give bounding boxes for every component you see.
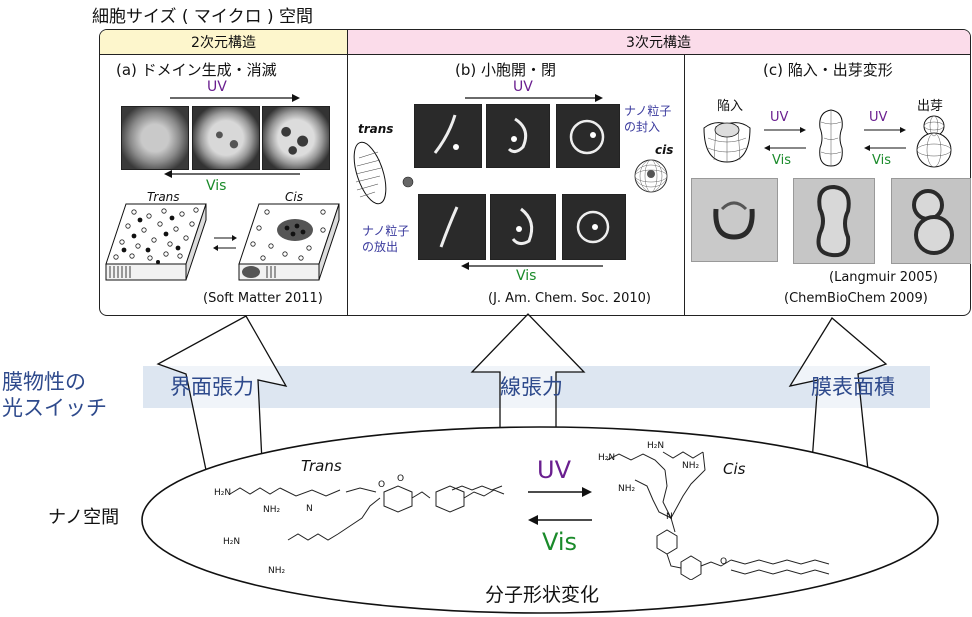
panel-c-citation-2: (ChemBioChem 2009) (784, 291, 928, 306)
nano-uv-label: UV (537, 456, 571, 484)
nano-trans-label: Trans (301, 457, 342, 475)
trans-o-2: O (397, 474, 405, 484)
budding-photo (891, 178, 971, 264)
cis-h2n-2: H₂N (647, 441, 665, 451)
interfacial-tension-label: 界面張力 (170, 375, 254, 399)
panel-a-cis-label: Cis (285, 190, 303, 204)
vesicle-micrograph-bottom-2 (490, 194, 556, 260)
header-3d: 3次元構造 (347, 30, 970, 55)
nano-vis-label: Vis (542, 528, 578, 556)
invagination-photo (691, 178, 778, 262)
panel-a-uv: UV (207, 79, 227, 95)
light-switch-label-1: 膜物性の (2, 370, 86, 394)
cis-nh2-2: NH₂ (682, 461, 700, 471)
peanut-model (819, 109, 843, 167)
panel-c-arrows-2 (864, 127, 906, 151)
release-label-2: の放出 (362, 240, 399, 254)
panel-c-arrows-1 (764, 127, 806, 151)
divider-bc (684, 54, 685, 315)
panel-a-citation: (Soft Matter 2011) (203, 291, 323, 306)
encapsulation-label-2: の封入 (624, 120, 661, 134)
vesicle-micrograph-top-2 (486, 104, 550, 168)
line-tension-label: 線張力 (500, 375, 563, 399)
closed-vesicle-model (634, 159, 668, 193)
panel-c-citation-1: (Langmuir 2005) (829, 270, 938, 285)
invagination-model (703, 122, 751, 163)
domain-micrograph-2 (192, 106, 260, 170)
panel-b-uv: UV (513, 79, 533, 95)
panel-b-citation: (J. Am. Chem. Soc. 2010) (488, 291, 652, 306)
panel-b-arrows (461, 94, 603, 270)
release-label-1: ナノ粒子 (362, 224, 410, 238)
header-2d-label: 2次元構造 (191, 35, 256, 51)
nano-space-label: ナノ空間 (48, 507, 120, 528)
divider-ab (347, 30, 348, 315)
top-title: 細胞サイズ ( マイクロ ) 空間 (92, 7, 314, 27)
header-2d: 2次元構造 (100, 30, 347, 55)
trans-h2n-1: H₂N (214, 488, 232, 498)
domain-micrograph-3 (262, 106, 330, 170)
molecular-shape-change-label: 分子形状変化 (485, 584, 600, 606)
trans-o-1: O (378, 480, 386, 490)
panel-a-vis: Vis (206, 178, 227, 194)
cis-n-1: N (666, 512, 673, 522)
panel-a-trans-label: Trans (147, 190, 180, 204)
membrane-slab-cis (238, 203, 340, 281)
panel-b-cis-label: cis (655, 143, 674, 157)
cis-nh2-1: NH₂ (618, 484, 636, 494)
cis-azobenzene-structure (606, 451, 830, 580)
panel-c-uv-2: UV (869, 110, 888, 125)
trans-n-1: N (306, 504, 313, 514)
budding-label: 出芽 (917, 99, 944, 114)
nano-cis-label: Cis (723, 460, 746, 478)
open-vesicle-model (353, 141, 387, 205)
membrane-slab-trans (105, 203, 207, 281)
panel-c-vis-1: Vis (772, 153, 791, 168)
nano-switch-arrows (528, 487, 592, 525)
nanoparticle-dot (402, 176, 414, 188)
vesicle-micrograph-bottom-3 (562, 194, 626, 260)
budding-model (916, 115, 952, 168)
panel-b-vis: Vis (516, 268, 537, 284)
header-3d-label: 3次元構造 (626, 35, 691, 51)
trans-azobenzene-structure (229, 485, 505, 541)
panel-c-vis-2: Vis (872, 153, 891, 168)
vesicle-micrograph-bottom-1 (418, 194, 486, 260)
trans-nh2-2: NH₂ (268, 566, 286, 576)
panel-c-uv-1: UV (770, 110, 789, 125)
membrane-area-label: 膜表面積 (811, 375, 895, 399)
trans-nh2-1: NH₂ (263, 505, 281, 515)
switch-arrows-a (213, 235, 237, 251)
cis-h2n-1: H₂N (598, 453, 616, 463)
peanut-photo (793, 178, 875, 264)
domain-micrograph-1 (121, 106, 189, 170)
panel-a-title: (a) ドメイン生成・消滅 (116, 61, 277, 79)
cis-o-1: O (720, 557, 728, 567)
encapsulation-label-1: ナノ粒子 (624, 104, 672, 118)
vesicle-micrograph-top-3 (556, 104, 620, 168)
panel-b-title: (b) 小胞開・閉 (455, 61, 556, 79)
panel-c-title: (c) 陥入・出芽変形 (763, 61, 893, 79)
panel-b-trans-label: trans (358, 122, 394, 136)
panel-a-arrows (164, 94, 300, 178)
trans-h2n-2: H₂N (223, 537, 241, 547)
invagination-label: 陥入 (717, 99, 744, 114)
vesicle-micrograph-top-1 (414, 104, 482, 168)
light-switch-label-2: 光スイッチ (2, 396, 107, 420)
